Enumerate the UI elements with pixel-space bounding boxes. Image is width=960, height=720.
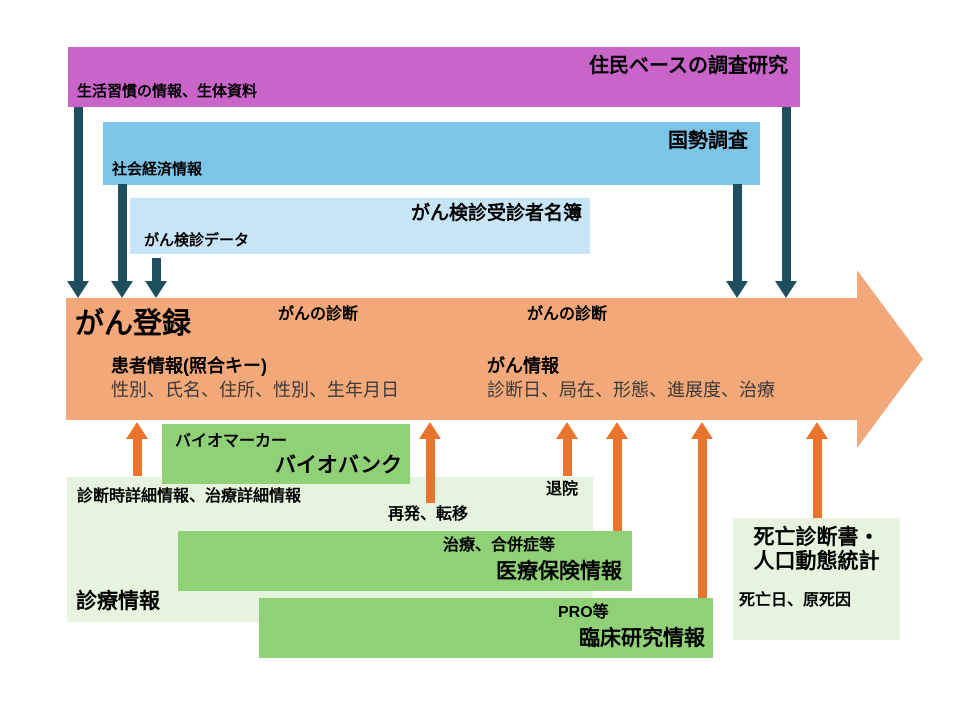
arrow-shaft — [612, 439, 622, 531]
up-arrowhead-icon — [126, 422, 148, 439]
arrow-shaft — [812, 439, 822, 518]
down-arrow-population-right — [775, 107, 797, 298]
arrow-shaft — [425, 439, 435, 503]
down-arrowhead-icon — [726, 281, 748, 298]
biomarker-label: バイオマーカー — [175, 433, 288, 450]
up-arrow-discharge — [556, 422, 578, 476]
arrow-shaft — [697, 439, 707, 601]
down-arrow-census-right — [726, 184, 748, 298]
down-arrow-socioeconomic — [111, 184, 133, 298]
census-title: 国勢調査 — [668, 130, 748, 152]
patient-info-detail: 性別、氏名、住所、性別、生年月日 — [111, 380, 399, 400]
up-arrowhead-icon — [606, 422, 628, 439]
down-arrow-screening — [145, 258, 167, 298]
up-arrow-clinical-research — [691, 422, 713, 601]
up-arrowhead-icon — [419, 422, 441, 439]
down-arrowhead-icon — [111, 281, 133, 298]
census-bar: 国勢調査 社会経済情報 — [103, 122, 760, 185]
clinical-research-title: 臨床研究情報 — [579, 626, 705, 650]
up-arrow-death-stats — [806, 422, 828, 518]
diagnosis-label-left: がんの診断 — [278, 306, 359, 323]
down-arrowhead-icon — [145, 281, 167, 298]
up-arrow-recurrence — [419, 422, 441, 503]
insurance-label: 治療、合併症等 — [443, 537, 556, 554]
pro-label: PRO等 — [558, 604, 609, 621]
recurrence-label: 再発、転移 — [388, 506, 469, 523]
biobank-box: バイオマーカー バイオバンク — [162, 424, 410, 484]
down-arrowhead-icon — [67, 281, 89, 298]
screening-roster-sublabel: がん検診データ — [144, 231, 250, 249]
cancer-info-detail: 診断日、局在、形態、進展度、治療 — [487, 380, 775, 400]
up-arrow-clinical-detail — [126, 422, 148, 476]
census-sublabel: 社会経済情報 — [112, 160, 203, 178]
patient-info-heading: 患者情報(照合キー) — [111, 356, 267, 376]
up-arrowhead-icon — [806, 422, 828, 439]
down-arrow-lifestyle — [67, 107, 89, 298]
arrow-shaft — [562, 439, 572, 476]
diagnosis-label-right: がんの診断 — [527, 306, 608, 323]
biobank-title: バイオバンク — [274, 453, 402, 477]
clinical-care-title: 診療情報 — [76, 589, 160, 613]
arrow-shaft — [132, 439, 142, 476]
arrow-shaft — [732, 184, 742, 281]
death-stats-box: 死亡診断書・ 人口動態統計 死亡日、原死因 — [733, 518, 900, 640]
death-stats-title-line1: 死亡診断書・ — [753, 526, 880, 549]
clinical-care-detail-label: 診断時詳細情報、治療詳細情報 — [77, 488, 302, 505]
population-study-sublabel: 生活習慣の情報、生体資料 — [77, 82, 258, 100]
death-stats-sublabel: 死亡日、原死因 — [739, 592, 852, 609]
down-arrowhead-icon — [775, 281, 797, 298]
population-study-bar: 住民ベースの調査研究 生活習慣の情報、生体資料 — [68, 47, 800, 107]
up-arrowhead-icon — [556, 422, 578, 439]
screening-roster-title: がん検診受診者名簿 — [410, 203, 582, 224]
screening-roster-bar: がん検診受診者名簿 がん検診データ — [130, 198, 590, 254]
registry-title: がん登録 — [75, 308, 192, 340]
population-study-title: 住民ベースの調査研究 — [589, 55, 788, 77]
arrow-shaft — [781, 107, 791, 281]
insurance-box: 治療、合併症等 医療保険情報 — [178, 531, 632, 591]
up-arrow-insurance — [606, 422, 628, 531]
arrow-shaft — [117, 184, 127, 281]
clinical-research-box: PRO等 臨床研究情報 — [259, 598, 713, 658]
insurance-title: 医療保険情報 — [496, 559, 622, 583]
arrow-shaft — [151, 258, 161, 281]
cancer-info-heading: がん情報 — [487, 356, 559, 376]
registry-timeline-arrow — [66, 270, 923, 448]
arrow-shaft — [73, 107, 83, 281]
up-arrowhead-icon — [691, 422, 713, 439]
death-stats-title-line2: 人口動態統計 — [753, 550, 880, 573]
discharge-label: 退院 — [546, 481, 579, 498]
